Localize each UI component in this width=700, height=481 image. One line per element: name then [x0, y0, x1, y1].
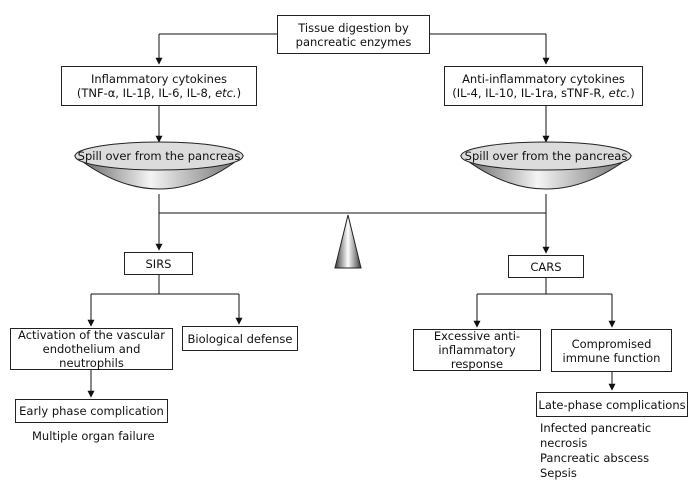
anti-inflammatory-list: (IL-4, IL-10, IL-1ra, sTNF-R, etc.) — [452, 86, 635, 100]
inflammatory-title: Inflammatory cytokines — [90, 72, 228, 86]
activation-box: Activation of the vascular endothelium a… — [10, 328, 173, 370]
sirs-box: SIRS — [124, 252, 193, 275]
cytokine-to-bowl-arrows — [155, 106, 550, 143]
inflammatory-cytokines-box: Inflammatory cytokines (TNF-α, IL-1β, IL… — [61, 66, 257, 106]
tissue-digestion-box: Tissue digestion by pancreatic enzymes — [277, 15, 430, 54]
left-balance-bowl — [73, 141, 245, 190]
cars-box: CARS — [508, 255, 584, 278]
multiple-organ-failure-text: Multiple organ failure — [32, 429, 155, 443]
inflammatory-etc: etc. — [215, 86, 237, 100]
activation-line2: endothelium and neutrophils — [42, 342, 141, 370]
anti-inflammatory-list-text: (IL-4, IL-10, IL-1ra, sTNF-R, — [452, 86, 609, 100]
balance-fulcrum — [334, 214, 362, 269]
compromised-immune-box: Compromised immune function — [551, 329, 672, 372]
spill-over-right-label: Spill over from the pancreas — [464, 149, 628, 163]
spill-over-left-label: Spill over from the pancreas — [77, 149, 241, 163]
sirs-split-connector — [87, 275, 243, 327]
activation-line1: Activation of the vascular — [18, 328, 165, 342]
late-item-abscess: Pancreatic abscess — [540, 451, 650, 465]
late-phase-box: Late-phase complications — [536, 392, 688, 417]
excessive-line2: inflammatory response — [438, 343, 516, 371]
right-balance-bowl — [459, 141, 633, 190]
anti-inflammatory-title: Anti-inflammatory cytokines — [462, 72, 625, 86]
late-item-sepsis: Sepsis — [540, 466, 577, 480]
tissue-digestion-line2: pancreatic enzymes — [295, 34, 412, 49]
compromised-line1: Compromised — [571, 336, 652, 351]
inflammatory-list-text: (TNF-α, IL-1β, IL-6, IL-8, — [76, 86, 216, 100]
balance-beam — [158, 194, 547, 214]
excessive-response-box: Excessive anti- inflammatory response — [413, 329, 541, 371]
cars-split-connector — [473, 278, 616, 328]
anti-inflammatory-cytokines-box: Anti-inflammatory cytokines (IL-4, IL-10… — [444, 66, 643, 106]
beam-to-sirs-cars-arrows — [155, 213, 550, 254]
early-phase-box: Early phase complication — [15, 399, 168, 423]
anti-inflammatory-etc: etc. — [608, 86, 631, 100]
inflammatory-list: (TNF-α, IL-1β, IL-6, IL-8, etc.) — [76, 86, 242, 100]
biological-defense-box: Biological defense — [182, 326, 298, 351]
compromised-line2: immune function — [562, 350, 661, 365]
tissue-digestion-line1: Tissue digestion by — [298, 20, 409, 35]
late-item-infected-necrosis: Infected pancreatic necrosis — [540, 421, 652, 450]
top-split-connector — [155, 33, 550, 65]
late-phase-list: Infected pancreatic necrosis Pancreatic … — [540, 421, 700, 481]
excessive-line1: Excessive anti- — [433, 329, 521, 343]
